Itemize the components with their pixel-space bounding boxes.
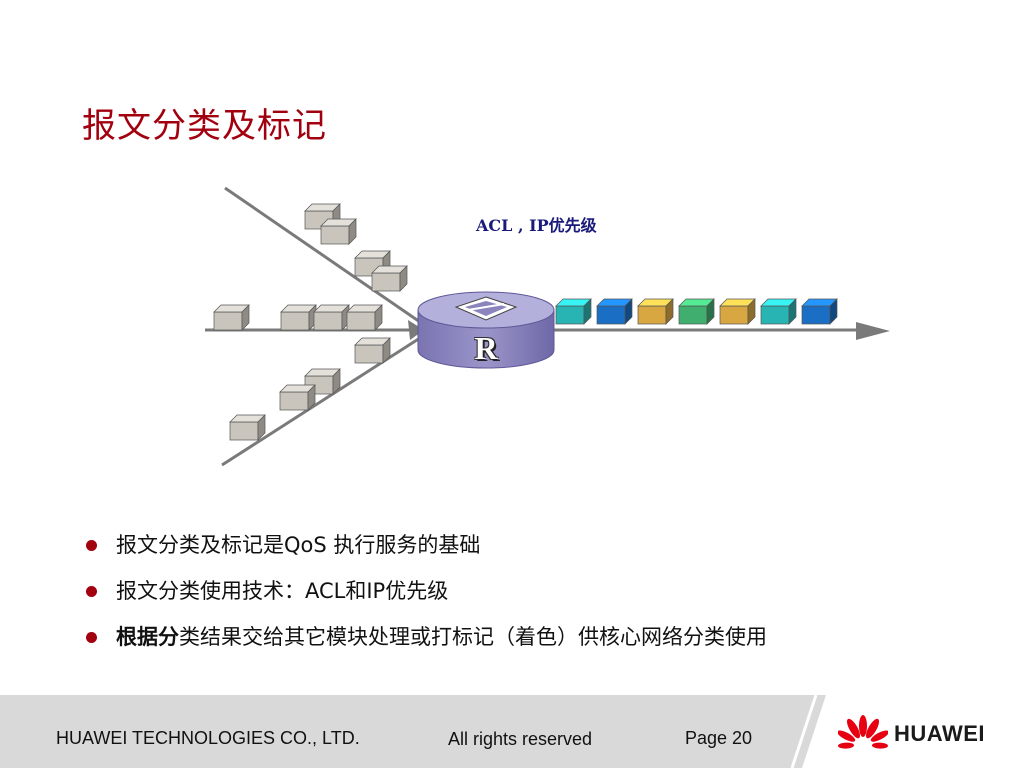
grey-packet xyxy=(304,368,341,395)
bullet-item: 报文分类使用技术：ACL和IP优先级 xyxy=(84,574,767,620)
grey-packet xyxy=(213,304,250,331)
bullet-list: 报文分类及标记是QoS 执行服务的基础 报文分类使用技术：ACL和IP优先级 根… xyxy=(84,528,767,666)
grey-packet xyxy=(371,265,408,292)
colored-packet xyxy=(719,298,756,325)
bullet-item: 报文分类及标记是QoS 执行服务的基础 xyxy=(84,528,767,574)
grey-packet xyxy=(346,304,383,331)
footer-divider xyxy=(790,695,818,768)
colored-packet xyxy=(760,298,797,325)
grey-packet xyxy=(354,337,391,364)
grey-packet xyxy=(313,304,350,331)
bullet-dot-icon xyxy=(86,540,97,551)
bullet-item: 根据分类结果交给其它模块处理或打标记（着色）供核心网络分类使用 xyxy=(84,620,767,666)
grey-packet xyxy=(320,218,357,245)
input-arrowhead xyxy=(408,320,424,340)
output-arrowhead xyxy=(856,322,890,340)
input-line-lower xyxy=(221,336,421,467)
colored-packet xyxy=(596,298,633,325)
bullet-text: 报文分类及标记是QoS 执行服务的基础 xyxy=(116,533,481,557)
input-line-upper xyxy=(224,186,421,324)
huawei-petal-logo-icon xyxy=(838,715,888,749)
colored-packet xyxy=(637,298,674,325)
huawei-wordmark: HUAWEI xyxy=(894,721,985,746)
bullet-bold-prefix: 根据分 xyxy=(116,625,179,649)
unclassified-packets xyxy=(213,203,408,441)
bullet-dot-icon xyxy=(86,586,97,597)
grey-packet xyxy=(229,414,266,441)
footer: HUAWEI TECHNOLOGIES CO., LTD. All rights… xyxy=(0,695,1024,768)
footer-rights: All rights reserved xyxy=(448,729,593,749)
bullet-text: 类结果交给其它模块处理或打标记（着色）供核心网络分类使用 xyxy=(179,625,767,649)
bullet-dot-icon xyxy=(86,632,97,643)
colored-packet xyxy=(801,298,838,325)
grey-packet xyxy=(280,304,317,331)
grey-packet xyxy=(279,384,316,411)
bullet-text: 报文分类使用技术：ACL和IP优先级 xyxy=(116,579,449,603)
diagram-caption: ACL , IP优先级 xyxy=(476,216,597,235)
slide-title: 报文分类及标记 xyxy=(82,106,327,146)
huawei-brand: HUAWEI xyxy=(838,715,985,751)
classified-packets xyxy=(555,298,838,325)
footer-page-number: Page 20 xyxy=(685,728,753,748)
router-icon xyxy=(417,291,555,369)
classification-diagram xyxy=(205,186,890,467)
footer-company: HUAWEI TECHNOLOGIES CO., LTD. xyxy=(56,728,360,748)
colored-packet xyxy=(555,298,592,325)
router-letter: R xyxy=(474,330,498,366)
colored-packet xyxy=(678,298,715,325)
